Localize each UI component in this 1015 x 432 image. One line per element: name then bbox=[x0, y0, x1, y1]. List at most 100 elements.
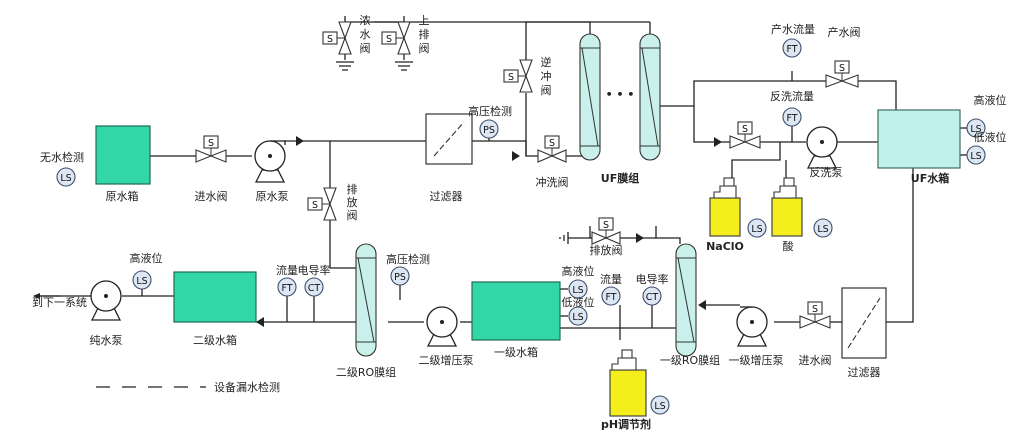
ph-dosing-pump bbox=[611, 357, 637, 371]
conductivity-1-label: 电导率 bbox=[636, 272, 669, 286]
backwash-pump-label: 反洗泵 bbox=[810, 166, 843, 179]
product-valve: S bbox=[825, 60, 859, 88]
svg-text:S: S bbox=[742, 124, 748, 135]
ps-2: PS bbox=[390, 266, 410, 286]
svg-text:S: S bbox=[386, 34, 392, 45]
svg-text:水: 水 bbox=[360, 28, 371, 41]
svg-text:S: S bbox=[312, 200, 318, 211]
ro1-module-label: 一级RO膜组 bbox=[660, 353, 720, 367]
filters bbox=[425, 113, 887, 359]
svg-text:放: 放 bbox=[347, 195, 358, 209]
valves: S S S S S bbox=[195, 21, 859, 329]
svg-text:上: 上 bbox=[419, 14, 430, 27]
dosing-pumps bbox=[611, 177, 797, 371]
svg-text:排: 排 bbox=[347, 182, 358, 196]
svg-text:LS: LS bbox=[751, 224, 762, 235]
naclo-tank bbox=[709, 197, 741, 237]
svg-text:FT: FT bbox=[281, 283, 292, 294]
backflush-valve: S bbox=[503, 59, 533, 93]
ls-acid: LS bbox=[813, 218, 833, 238]
flush-valve-label: 冲洗阀 bbox=[536, 175, 569, 189]
uf-module-label: UF膜组 bbox=[601, 171, 639, 185]
stage1-high-level-label: 高液位 bbox=[562, 264, 595, 278]
ct-ro2: CT bbox=[304, 277, 324, 297]
text-labels: 原水箱 无水检测 进水阀 原水泵 排 放 阀 过滤器 高压检测 浓 水 阀 上 … bbox=[32, 14, 1007, 431]
uf-tank-label: UF水箱 bbox=[911, 171, 949, 185]
membranes bbox=[355, 33, 697, 357]
ct-ro1: CT bbox=[642, 286, 662, 306]
svg-text:冲: 冲 bbox=[541, 69, 552, 83]
svg-text:FT: FT bbox=[605, 292, 616, 303]
inlet-valve-1-label: 进水阀 bbox=[195, 189, 228, 203]
instruments: LS PS FT FT LS LS LS LS LS LS FT CT LS P… bbox=[56, 38, 986, 415]
ls-raw-tank: LS bbox=[56, 167, 76, 187]
product-valve-label: 产水阀 bbox=[828, 25, 861, 39]
naclo-dosing-pump bbox=[713, 185, 737, 199]
upper-drain-valve-label: 上 排 阀 bbox=[419, 14, 430, 55]
svg-text:FT: FT bbox=[786, 44, 797, 55]
product-flow-label: 产水流量 bbox=[771, 22, 815, 36]
uf-high-level-label: 高液位 bbox=[974, 93, 1007, 107]
backwash-valve: S bbox=[729, 121, 761, 149]
ls-stage2-high: LS bbox=[132, 270, 152, 290]
stage1-tank-label: 一级水箱 bbox=[494, 345, 538, 359]
backwash-flow-label: 反洗流量 bbox=[770, 89, 814, 103]
raw-tank-label: 原水箱 bbox=[106, 189, 139, 203]
drain-valve-2-label: 排放阀 bbox=[590, 243, 623, 257]
svg-text:阀: 阀 bbox=[360, 41, 371, 55]
booster-2-label: 二级增压泵 bbox=[419, 353, 474, 367]
leak-detect-label: 设备漏水检测 bbox=[214, 380, 280, 394]
inlet-valve-1: S bbox=[195, 135, 227, 163]
tanks bbox=[95, 109, 961, 417]
stage1-water-tank bbox=[471, 281, 561, 341]
ls-naclo: LS bbox=[747, 218, 767, 238]
drain-valve-1-label: 排 放 阀 bbox=[347, 182, 358, 222]
inlet-valve-2: S bbox=[799, 301, 831, 329]
svg-text:LS: LS bbox=[817, 224, 828, 235]
svg-text:S: S bbox=[208, 138, 214, 149]
acid-tank bbox=[771, 197, 803, 237]
svg-text:阀: 阀 bbox=[419, 41, 430, 55]
svg-text:LS: LS bbox=[136, 276, 147, 287]
ls-uf-low: LS bbox=[966, 145, 986, 165]
svg-text:排: 排 bbox=[419, 27, 430, 41]
drain-valve-1: S bbox=[307, 187, 337, 221]
stage2-high-level-label: 高液位 bbox=[130, 251, 163, 265]
stage1-low-level-label: 低液位 bbox=[562, 295, 595, 309]
svg-text:S: S bbox=[603, 220, 609, 231]
uf-water-tank bbox=[877, 109, 961, 169]
uf-more-dots: • • • bbox=[606, 88, 635, 101]
svg-text:CT: CT bbox=[308, 283, 321, 294]
stage2-tank-label: 二级水箱 bbox=[193, 333, 237, 347]
raw-water-tank bbox=[95, 125, 151, 185]
flow-2-label: 流量 bbox=[276, 263, 298, 277]
backwash-pump bbox=[806, 126, 838, 169]
ph-agent-label: pH调节剂 bbox=[601, 417, 651, 431]
svg-text:PS: PS bbox=[394, 272, 406, 283]
svg-text:CT: CT bbox=[646, 292, 659, 303]
svg-text:逆: 逆 bbox=[541, 55, 552, 69]
concentrate-valve: S bbox=[322, 21, 354, 71]
svg-text:LS: LS bbox=[572, 285, 583, 296]
uf-low-level-label: 低液位 bbox=[974, 130, 1007, 144]
acid-dosing-pump bbox=[773, 185, 797, 199]
raw-water-pump bbox=[254, 140, 286, 183]
ft-ro1: FT bbox=[601, 286, 621, 306]
svg-text:LS: LS bbox=[654, 401, 665, 412]
inlet-valve-2-label: 进水阀 bbox=[799, 353, 832, 367]
ft-ro2: FT bbox=[277, 277, 297, 297]
ls-ph: LS bbox=[650, 395, 670, 415]
svg-text:S: S bbox=[508, 72, 514, 83]
stage2-water-tank bbox=[173, 271, 257, 323]
pure-pump-label: 纯水泵 bbox=[90, 334, 123, 347]
concentrate-valve-label: 浓 水 阀 bbox=[360, 14, 371, 55]
naclo-label: NaClO bbox=[706, 240, 744, 253]
ls-stage1-high: LS bbox=[568, 279, 588, 299]
upper-drain-valve: S bbox=[381, 21, 413, 71]
ls-uf-high: LS bbox=[966, 118, 986, 138]
no-water-detect-label: 无水检测 bbox=[40, 150, 84, 164]
svg-text:阀: 阀 bbox=[541, 83, 552, 97]
svg-text:S: S bbox=[812, 304, 818, 315]
